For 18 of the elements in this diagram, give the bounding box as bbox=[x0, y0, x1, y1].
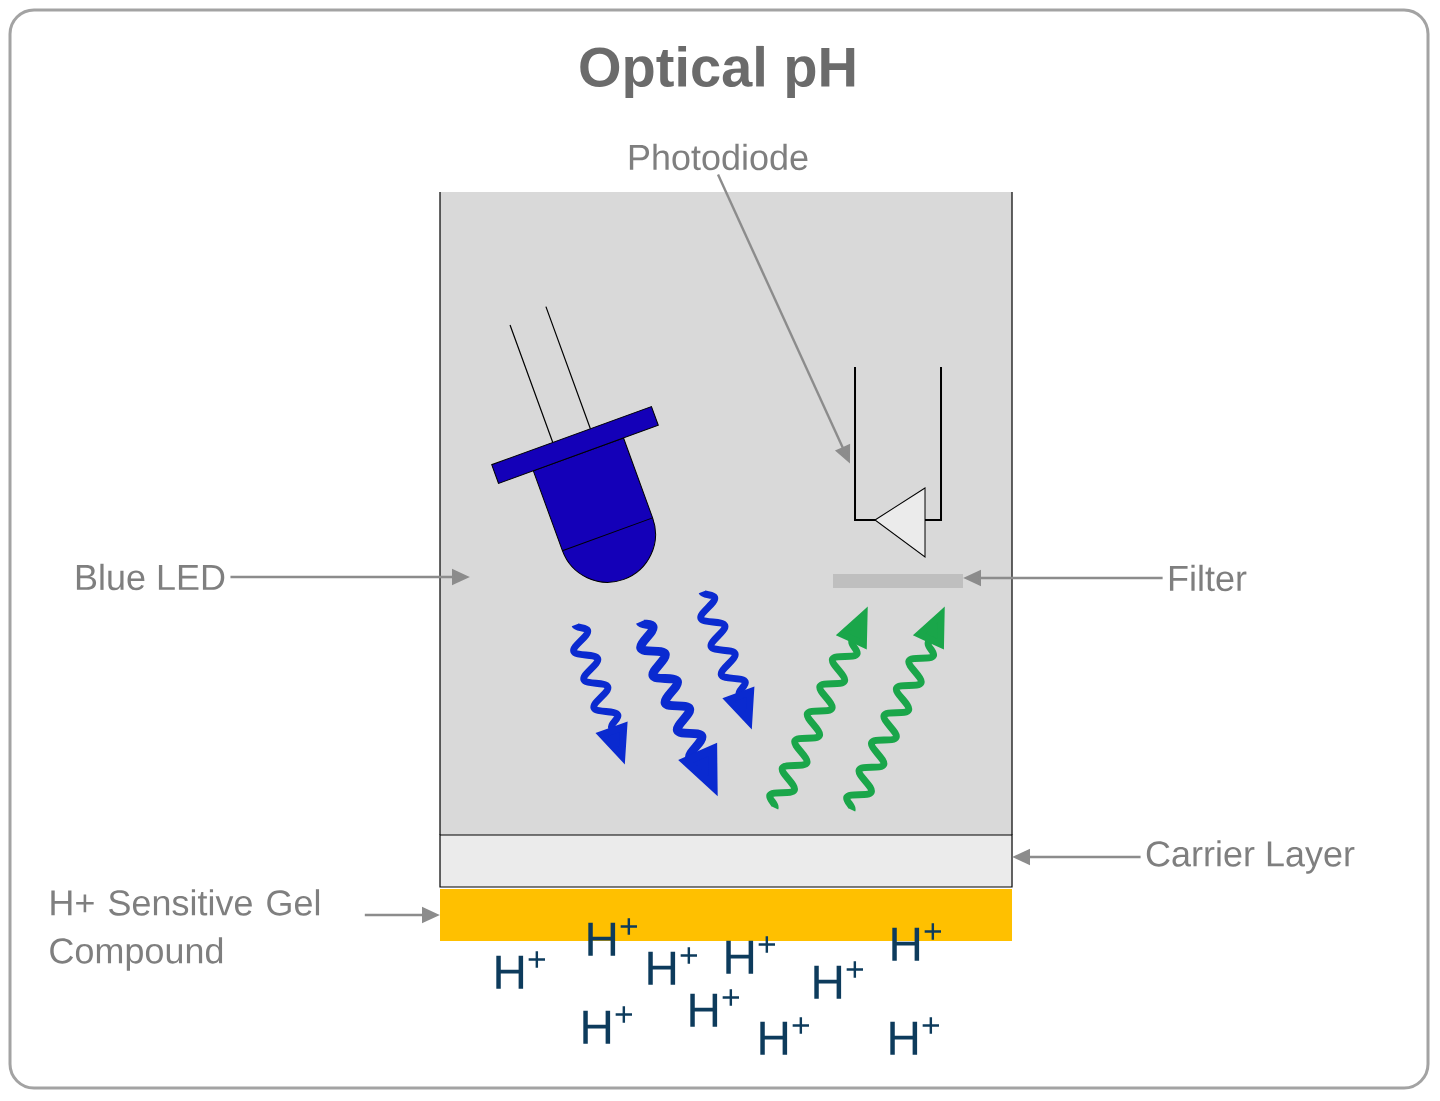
part-label: H+ Sensitive Gel Compound bbox=[50, 889, 320, 971]
part-label: Filter bbox=[1169, 564, 1247, 592]
carrier-layer bbox=[439, 834, 1013, 888]
title: Optical pH bbox=[580, 45, 855, 99]
part-label: Photodiode bbox=[629, 143, 808, 171]
ion-label: H$^{+}$ bbox=[814, 961, 863, 999]
ion-label: H$^{+}$ bbox=[496, 951, 545, 989]
part-label: Blue LED bbox=[76, 563, 225, 591]
ion-label: H$^{+}$ bbox=[690, 989, 739, 1027]
ion-label: H$^{+}$ bbox=[726, 936, 775, 974]
ion-label: H$^{+}$ bbox=[648, 947, 697, 985]
photodiode-drawing bbox=[854, 366, 942, 558]
ion-label: H$^{+}$ bbox=[583, 1006, 632, 1044]
ion-label: H$^{+}$ bbox=[890, 1017, 939, 1055]
filter-bar bbox=[833, 574, 963, 588]
part-label: Carrier Layer bbox=[1146, 840, 1355, 874]
led-drawing bbox=[491, 306, 659, 583]
ion-label: H$^{+}$ bbox=[760, 1017, 809, 1055]
